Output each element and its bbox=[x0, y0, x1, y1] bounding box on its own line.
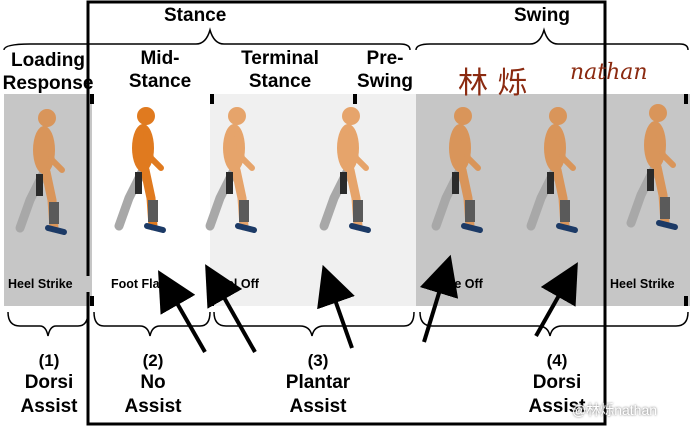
phase-pre-swing: Pre- Swing bbox=[357, 48, 413, 92]
phase-terminal-stance: Terminal Stance bbox=[241, 48, 319, 92]
bottom-brackets bbox=[7, 311, 689, 337]
event-heel-strike-left: Heel Strike bbox=[8, 277, 73, 291]
walker-figure-1 bbox=[20, 109, 64, 232]
walker-figure-5 bbox=[436, 107, 480, 230]
phase-mid-stance: Mid- Stance bbox=[128, 48, 192, 92]
watermark-bottom: @林烁nathan bbox=[572, 402, 658, 418]
assist-mode-4: (4) Dorsi Assist bbox=[528, 351, 586, 417]
group-stance-label: Stance bbox=[164, 5, 227, 26]
event-bg-5 bbox=[608, 276, 688, 292]
stance-frame bbox=[86, 0, 607, 426]
event-heel-strike-right: Heel Strike bbox=[610, 277, 675, 291]
top-brackets bbox=[3, 27, 689, 51]
assist-mode-1: (1) Dorsi Assist bbox=[20, 351, 78, 417]
assist-mode-3: (3) Plantar Assist bbox=[285, 351, 351, 417]
walker-figure-3 bbox=[210, 107, 254, 230]
assist-arrows bbox=[158, 254, 578, 353]
walker-figure-2 bbox=[119, 107, 163, 230]
event-heel-off: Heel Off bbox=[211, 277, 259, 291]
event-toe-off: Toe Off bbox=[440, 277, 483, 291]
group-swing-label: Swing bbox=[514, 5, 570, 26]
watermark-latin: nathan bbox=[570, 60, 648, 85]
walker-figure-6 bbox=[531, 107, 575, 230]
phase-loading-response: Loading Response bbox=[2, 50, 94, 94]
assist-mode-2: (2) No Assist bbox=[124, 351, 182, 417]
walker-figure-4 bbox=[324, 107, 368, 230]
walker-figure-7 bbox=[631, 104, 675, 227]
panel-ticks bbox=[90, 94, 688, 306]
event-bg-1 bbox=[6, 276, 90, 292]
event-foot-flat: Foot Flat bbox=[111, 277, 164, 291]
watermark-chinese: 林 烁 bbox=[458, 66, 528, 101]
